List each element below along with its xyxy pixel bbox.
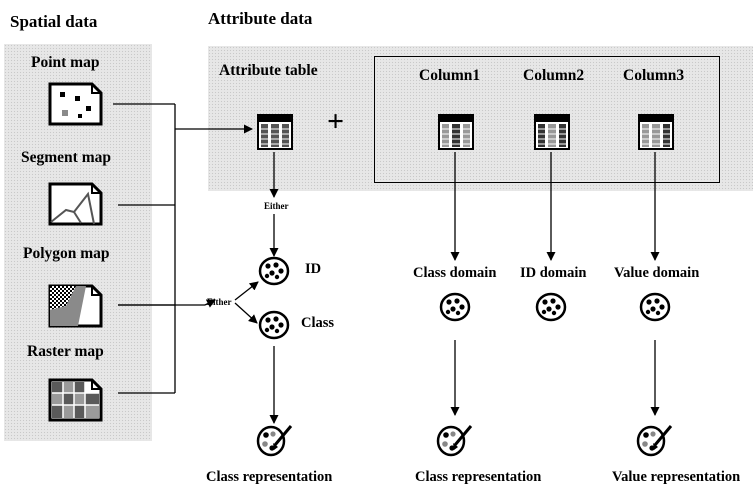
id-label: ID	[305, 261, 322, 277]
segment-map-icon	[48, 182, 103, 226]
representation-icon-left	[256, 425, 293, 457]
polygon-map-icon	[48, 284, 103, 328]
column1-label: Column1	[419, 67, 481, 84]
id-domain-icon-2	[535, 292, 567, 322]
spatial-data-heading: Spatial data	[10, 12, 98, 31]
class-domain-label: Class domain	[413, 265, 497, 281]
column3-table-icon	[638, 114, 674, 150]
representation-icon-right	[636, 425, 673, 457]
column2-table-icon	[534, 114, 570, 150]
value-domain-label: Value domain	[614, 265, 700, 281]
attribute-data-heading: Attribute data	[208, 9, 313, 28]
column3-label: Column3	[623, 67, 685, 84]
either-top-label: Either	[263, 201, 290, 211]
value-representation-label: Value representation	[612, 469, 741, 485]
id-domain-label: ID domain	[520, 265, 587, 281]
column2-label: Column2	[523, 67, 585, 84]
id-domain-icon	[258, 256, 290, 286]
column1-table-icon	[438, 114, 474, 150]
point-map-label: Point map	[31, 54, 100, 71]
class-label: Class	[301, 315, 335, 331]
table-icon	[257, 114, 293, 150]
columns-box	[374, 56, 720, 183]
raster-map-icon	[48, 378, 103, 422]
class-domain-icon	[258, 310, 290, 340]
class-representation-middle-label: Class representation	[415, 469, 542, 485]
either-left-label: Either	[207, 297, 232, 307]
polygon-map-label: Polygon map	[23, 245, 110, 262]
segment-map-label: Segment map	[21, 149, 111, 166]
point-map-icon	[48, 82, 103, 126]
raster-map-label: Raster map	[27, 343, 104, 360]
attribute-table-label: Attribute table	[219, 62, 318, 79]
representation-icon-middle	[436, 425, 473, 457]
plus-sign: +	[327, 105, 345, 138]
class-domain-icon-2	[439, 292, 471, 322]
value-domain-icon	[639, 292, 671, 322]
class-representation-left-label: Class representation	[206, 469, 333, 485]
